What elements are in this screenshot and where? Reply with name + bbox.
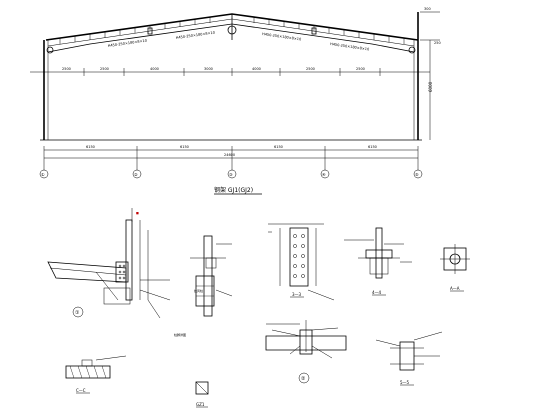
svg-text:⑤: ⑤ (415, 172, 419, 177)
section44-web (375, 227, 383, 279)
node2-endplate (299, 329, 313, 355)
gz1-label: GZ1 (196, 402, 205, 407)
column-height: 6000 (428, 81, 433, 92)
right-knee-joint (408, 46, 416, 54)
node1-mark: ① (75, 310, 80, 316)
section55-label: 5—5 (400, 380, 410, 385)
gz1-section: GZ1 (195, 381, 209, 408)
right-dim-top: 300 (424, 7, 431, 11)
detail-node-1: ■ ① (47, 208, 171, 319)
section55-plate (399, 341, 415, 371)
section-3-3: 3—3 (268, 223, 335, 301)
sectionCC-label: C—C (76, 388, 86, 393)
node2-mark-circle (298, 372, 310, 384)
node2-mark: ② (301, 376, 306, 382)
svg-text:3000: 3000 (204, 67, 213, 71)
node1-bolts (118, 264, 126, 280)
ridge-label-left: H450-250×180×8×10 (176, 31, 216, 40)
portal-frame-elevation: H450-250×180×8×10 H450-250×180×8×10 H450… (30, 7, 441, 195)
rafter-label-right: H450-250×180×8×10 (330, 42, 370, 51)
left-knee-joint (46, 46, 54, 54)
node1-stiffener (103, 287, 131, 305)
node2-rafter (265, 335, 347, 351)
bay-3: 6150 (274, 145, 283, 149)
section44-label: 4—4 (372, 290, 382, 295)
svg-text:①: ① (41, 172, 45, 177)
svg-text:■: ■ (136, 211, 139, 215)
node1-rafter (47, 261, 127, 283)
svg-text:4000: 4000 (150, 67, 159, 71)
column-detail: 抗风柱 柱脚详图 (174, 235, 233, 337)
section-5-5: 5—5 (375, 331, 443, 386)
right-dim-knee: 250 (434, 41, 441, 45)
node1-endplate (115, 261, 129, 283)
axis-markers: ① ② ③ ④ ⑤ (39, 169, 423, 179)
sectionAA-label: A—A (450, 286, 460, 291)
section-C-C: C—C (65, 355, 127, 394)
roof-dim-ticks (43, 68, 419, 76)
detail-node-2: ② (265, 320, 347, 384)
section33-bolts (293, 234, 305, 278)
section33-label: 3—3 (292, 292, 302, 297)
svg-text:④: ④ (322, 172, 326, 177)
node1-mark-circle (72, 306, 84, 318)
overall-span: 24600 (224, 153, 235, 157)
section-A-A: A—A (440, 244, 470, 292)
bay-4: 6150 (368, 145, 377, 149)
gz1-box (195, 381, 209, 395)
bay-2: 6150 (180, 145, 189, 149)
column-detail-plate (195, 275, 215, 307)
splice-right (311, 27, 317, 35)
rafter-label-left: H450-250×180×8×10 (108, 39, 148, 48)
svg-text:③: ③ (229, 172, 233, 177)
splice-left (147, 27, 153, 35)
column-detail-label: 抗风柱 (194, 288, 203, 293)
svg-text:2500: 2500 (306, 67, 315, 71)
node1-column (125, 219, 133, 301)
section33-plate (289, 227, 309, 287)
base-detail-label: 柱脚详图 (174, 332, 186, 337)
ridge-label-right: H450-250×180×8×10 (262, 32, 302, 41)
section44-flange (365, 249, 393, 259)
svg-text:2500: 2500 (356, 67, 365, 71)
bay-1: 6150 (86, 145, 95, 149)
svg-text:2500: 2500 (62, 67, 71, 71)
svg-text:②: ② (134, 172, 138, 177)
svg-text:2500: 2500 (100, 67, 109, 71)
roof-dim-values: 2500 2500 4000 3000 4000 2500 2500 (62, 67, 365, 71)
section-4-4: 4—4 (344, 227, 412, 296)
svg-text:4000: 4000 (252, 67, 261, 71)
frame-title: 钢架 GJ1(GJ2) (214, 186, 253, 194)
